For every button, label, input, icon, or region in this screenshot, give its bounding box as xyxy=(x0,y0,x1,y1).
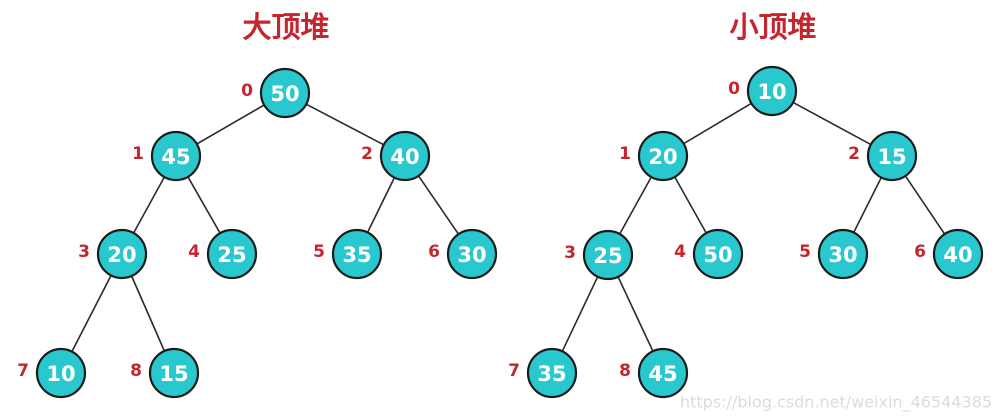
node-value: 30 xyxy=(457,243,486,267)
min-heap-node-0: 10 0 xyxy=(728,65,798,117)
tree-edge xyxy=(132,176,166,234)
node-circle xyxy=(637,130,689,182)
node-index-label: 6 xyxy=(428,242,440,262)
node-index-label: 1 xyxy=(619,144,631,164)
min-heap-tree: 10 0 20 1 15 2 25 3 50 4 30 5 40 6 35 7 45 8 xyxy=(508,65,984,399)
max-heap-node-0: 50 0 xyxy=(241,67,311,119)
node-value: 10 xyxy=(757,80,786,104)
tree-edge xyxy=(187,176,221,234)
tree-edge xyxy=(561,276,599,352)
min-heap-node-6: 40 6 xyxy=(914,228,984,280)
node-circle xyxy=(379,130,431,182)
node-index-label: 2 xyxy=(848,144,860,164)
tree-edge xyxy=(71,275,112,352)
node-index-label: 4 xyxy=(188,242,200,262)
min-heap-node-4: 50 4 xyxy=(674,228,744,280)
node-value: 40 xyxy=(390,145,419,169)
node-index-label: 6 xyxy=(914,242,926,262)
node-index-label: 1 xyxy=(132,144,144,164)
node-value: 20 xyxy=(107,243,136,267)
node-value: 30 xyxy=(828,243,857,267)
min-heap-title: 小顶堆 xyxy=(729,10,816,44)
node-circle xyxy=(637,347,689,399)
node-index-label: 4 xyxy=(674,242,686,262)
min-heap-node-7: 35 7 xyxy=(508,347,578,399)
node-circle xyxy=(692,228,744,280)
node-circle xyxy=(150,130,202,182)
node-index-label: 8 xyxy=(130,361,142,381)
min-heap-node-8: 45 8 xyxy=(619,347,689,399)
node-value: 50 xyxy=(703,243,732,267)
node-value: 50 xyxy=(270,82,299,106)
node-value: 45 xyxy=(648,362,677,386)
node-circle xyxy=(259,67,311,119)
tree-edge xyxy=(417,175,460,235)
node-circle xyxy=(932,228,984,280)
tree-edge xyxy=(366,177,396,233)
min-heap-node-1: 20 1 xyxy=(619,130,689,182)
node-index-label: 5 xyxy=(799,242,811,262)
node-value: 40 xyxy=(943,243,972,267)
max-heap-node-3: 20 3 xyxy=(78,228,148,280)
max-heap-node-6: 30 6 xyxy=(428,228,498,280)
node-value: 25 xyxy=(217,243,246,267)
max-heap-node-4: 25 4 xyxy=(188,228,258,280)
node-value: 35 xyxy=(342,243,371,267)
node-index-label: 0 xyxy=(241,81,253,101)
tree-edge xyxy=(617,276,654,352)
node-value: 15 xyxy=(877,145,906,169)
node-value: 35 xyxy=(537,362,566,386)
max-heap-tree: 50 0 45 1 40 2 20 3 25 4 35 5 30 6 10 7 15 8 xyxy=(17,67,498,399)
max-heap-node-5: 35 5 xyxy=(313,228,383,280)
node-circle xyxy=(35,347,87,399)
node-index-label: 3 xyxy=(78,242,90,262)
node-circle xyxy=(866,130,918,182)
node-circle xyxy=(96,228,148,280)
node-value: 10 xyxy=(46,362,75,386)
node-circle xyxy=(331,228,383,280)
tree-edge xyxy=(196,104,265,145)
node-circle xyxy=(817,228,869,280)
node-circle xyxy=(746,65,798,117)
max-heap-node-1: 45 1 xyxy=(132,130,202,182)
max-heap-node-7: 10 7 xyxy=(17,347,87,399)
node-index-label: 2 xyxy=(361,144,373,164)
node-circle xyxy=(206,228,258,280)
node-index-label: 8 xyxy=(619,361,631,381)
watermark: https://blog.csdn.net/weixin_46544385 xyxy=(680,393,992,413)
max-heap-node-2: 40 2 xyxy=(361,130,431,182)
min-heap-node-2: 15 2 xyxy=(848,130,918,182)
tree-edge xyxy=(674,176,707,234)
max-heap-node-8: 15 8 xyxy=(130,347,200,399)
node-value: 45 xyxy=(161,145,190,169)
tree-edge xyxy=(683,102,752,145)
tree-edge xyxy=(130,275,166,352)
node-index-label: 0 xyxy=(728,79,740,99)
node-index-label: 3 xyxy=(564,243,576,263)
tree-edge xyxy=(852,177,883,233)
node-value: 15 xyxy=(159,362,188,386)
node-index-label: 7 xyxy=(17,361,29,381)
tree-edge xyxy=(904,175,946,235)
tree-edge xyxy=(305,103,385,146)
node-circle xyxy=(446,228,498,280)
node-circle xyxy=(526,347,578,399)
node-value: 25 xyxy=(593,244,622,268)
min-heap-node-3: 25 3 xyxy=(564,229,634,281)
node-value: 20 xyxy=(648,145,677,169)
node-index-label: 7 xyxy=(508,361,520,381)
tree-edge xyxy=(792,101,872,146)
node-circle xyxy=(582,229,634,281)
max-heap-title: 大顶堆 xyxy=(242,10,329,44)
node-index-label: 5 xyxy=(313,242,325,262)
min-heap-node-5: 30 5 xyxy=(799,228,869,280)
tree-edge xyxy=(619,176,652,235)
node-circle xyxy=(148,347,200,399)
